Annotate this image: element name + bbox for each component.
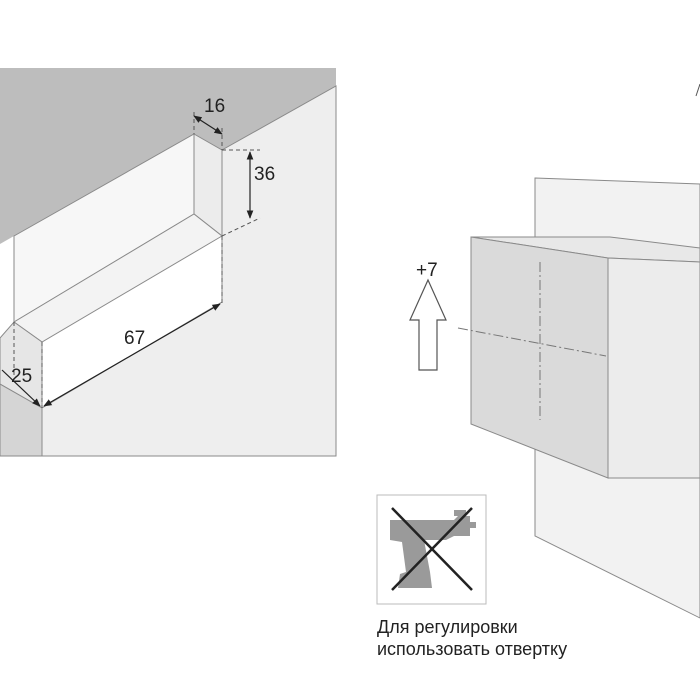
dimension-67-label: 67 [124, 328, 145, 349]
dimension-25-line [1, 369, 41, 407]
up-arrow-icon [409, 278, 447, 371]
warning-caption: Для регулировки использовать отвертку [377, 616, 697, 660]
dimension-25-label: 25 [11, 366, 32, 387]
ceiling-surface [0, 68, 336, 244]
warning-caption-line2: использовать отвертку [377, 639, 568, 659]
warning-caption-line1: Для регулировки [377, 617, 518, 637]
niche-ledge [0, 321, 43, 409]
dimension-16-line [193, 115, 223, 135]
box-side [607, 257, 700, 479]
mounting-box-drawing: +7 [409, 83, 700, 619]
screwdriver-crossed-icon [376, 494, 487, 605]
dimension-16-label: 16 [204, 96, 225, 117]
recess-niche-drawing: 16 36 67 25 [0, 68, 337, 457]
dimension-36-label: 36 [254, 164, 275, 185]
dimension-67-line [43, 303, 221, 407]
left-lower-wall [0, 383, 43, 457]
adjustment-label: +7 [416, 260, 438, 281]
